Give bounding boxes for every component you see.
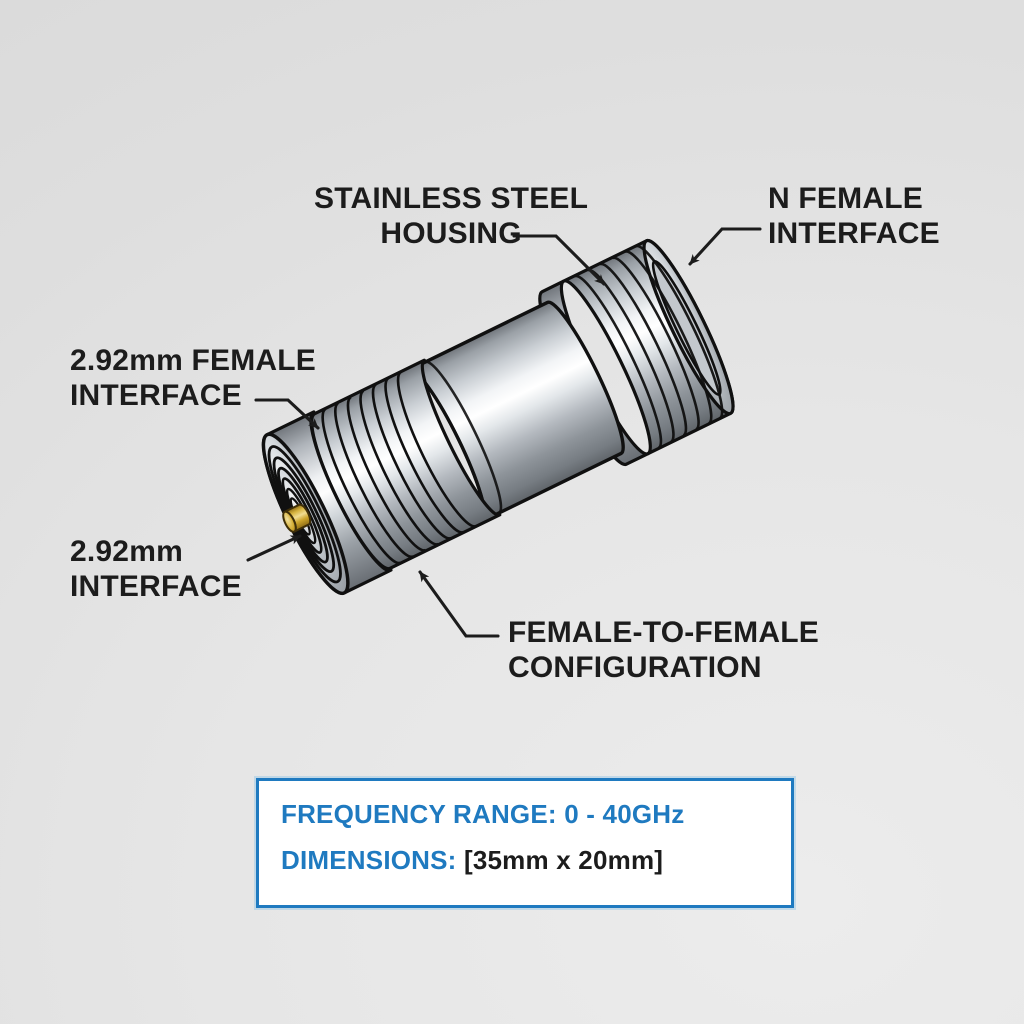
- leader-female-to-female: [418, 570, 500, 638]
- callout-line-1: 2.92mm FEMALE: [70, 344, 316, 377]
- callout-line-2: CONFIGURATION: [508, 650, 762, 684]
- callout-female-to-female-configuration: FEMALE-TO-FEMALE CONFIGURATION: [508, 616, 819, 686]
- center-pin: [282, 503, 312, 533]
- callout-line-2: INTERFACE: [70, 378, 242, 412]
- leader-n-female: [688, 227, 762, 266]
- callout-line-1: N FEMALE: [768, 182, 923, 215]
- spec-dimensions-label: DIMENSIONS:: [281, 845, 457, 875]
- callout-line-1: STAINLESS STEEL: [314, 182, 589, 215]
- leader-housing: [512, 234, 606, 286]
- specification-box: FREQUENCY RANGE: 0 - 40GHz DIMENSIONS: […: [256, 778, 794, 908]
- callout-n-female-interface: N FEMALE INTERFACE: [768, 182, 940, 252]
- leader-292-interface: [246, 534, 302, 562]
- callout-line-2: INTERFACE: [768, 216, 940, 250]
- n-female-interface: [562, 238, 735, 456]
- callout-292mm-interface: 2.92mm INTERFACE: [70, 535, 242, 605]
- spec-frequency-range: FREQUENCY RANGE: 0 - 40GHz: [281, 801, 769, 827]
- spec-dimensions-value: [35mm x 20mm]: [463, 845, 664, 875]
- callout-292mm-female-interface: 2.92mm FEMALE INTERFACE: [70, 344, 316, 414]
- callout-line-2: INTERFACE: [70, 569, 242, 603]
- callout-line-1: FEMALE-TO-FEMALE: [508, 616, 819, 649]
- spec-frequency-label: FREQUENCY RANGE:: [281, 799, 557, 829]
- interface-2p92mm: [261, 410, 393, 596]
- callout-line-1: 2.92mm: [70, 535, 183, 568]
- spec-dimensions: DIMENSIONS: [35mm x 20mm]: [281, 847, 769, 873]
- spec-frequency-value: 0 - 40GHz: [564, 799, 685, 829]
- leader-292-female: [254, 398, 320, 430]
- callout-line-2: HOUSING: [380, 216, 522, 250]
- knurled-collar: [310, 358, 502, 571]
- callout-stainless-steel-housing: STAINLESS STEEL HOUSING: [314, 182, 588, 252]
- connector-body: [261, 238, 735, 596]
